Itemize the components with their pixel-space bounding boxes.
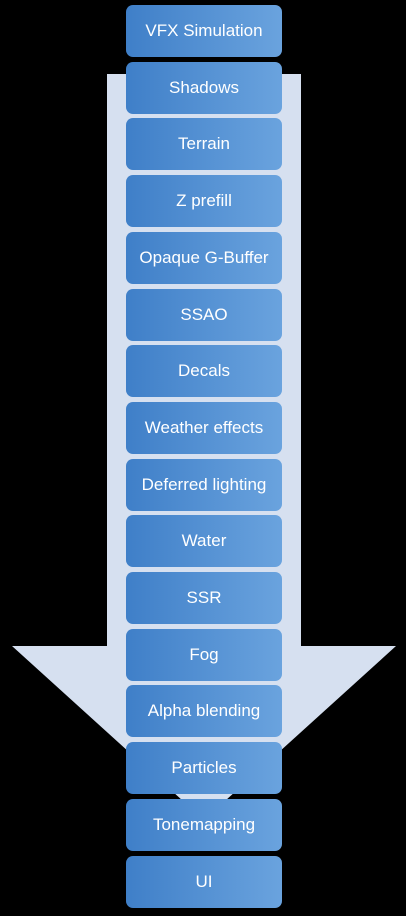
stage-shadows: Shadows xyxy=(126,61,282,114)
stage-terrain: Terrain xyxy=(126,118,282,171)
stage-fog: Fog xyxy=(126,628,282,681)
stage-z-prefill: Z prefill xyxy=(126,175,282,228)
stage-vfx-simulation: VFX Simulation xyxy=(126,5,282,57)
stage-deferred-lighting: Deferred lighting xyxy=(126,458,282,511)
stage-ssao: SSAO xyxy=(126,288,282,341)
stage-tonemapping: Tonemapping xyxy=(126,798,282,851)
stage-weather-effects: Weather effects xyxy=(126,401,282,454)
stage-particles: Particles xyxy=(126,742,282,795)
stage-ssr: SSR xyxy=(126,572,282,624)
stage-decals: Decals xyxy=(126,345,282,398)
stage-alpha-blending: Alpha blending xyxy=(126,685,282,738)
stage-ui: UI xyxy=(126,855,282,908)
stage-opaque-g-buffer: Opaque G-Buffer xyxy=(126,231,282,284)
stage-water: Water xyxy=(126,515,282,568)
